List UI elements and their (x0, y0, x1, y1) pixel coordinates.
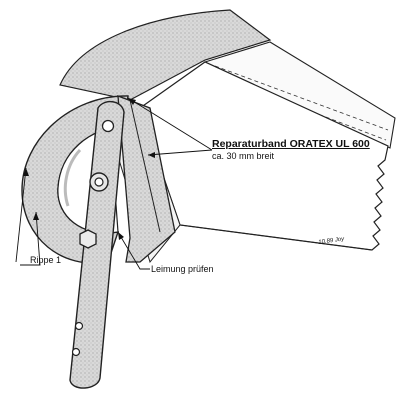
leader-band-mid (147, 149, 213, 156)
nose-inner-shade (63, 148, 82, 207)
rib-bottom-edge (179, 224, 373, 251)
repair-band (117, 95, 176, 263)
leader-glue (117, 231, 150, 270)
arrowhead-glue (118, 232, 124, 240)
clamp-bar (69, 101, 125, 389)
arrowhead-rib (33, 212, 39, 220)
leader-band-top (127, 97, 213, 151)
wing-covering-top (59, 9, 272, 101)
clamp-hole-lower (74, 321, 84, 331)
stitch-line-upper (214, 65, 389, 131)
arrowhead-rib-upper (23, 168, 29, 176)
clamp-bolt-head (79, 229, 97, 249)
label-glue-check: Leimung prüfen (151, 264, 214, 274)
repair-band-edge (129, 99, 161, 233)
leader-rib (20, 211, 41, 266)
arrowhead-band-mid (148, 152, 155, 158)
rib-side-face (139, 61, 389, 251)
clamp-hole-top (101, 119, 115, 133)
leader-rib-upper (15, 167, 27, 263)
label-rib: Rippe 1 (30, 255, 62, 265)
label-band-width: ca. 30 mm breit (212, 151, 275, 161)
clamp-washer-hole (94, 177, 104, 187)
clamp-hole-bottom (71, 347, 81, 357)
label-repair-band: Reparaturband ORATEX UL 600 (212, 139, 370, 150)
label-repair-band-text: Reparaturband ORATEX UL 600 (212, 138, 370, 150)
arrowhead-band-top (128, 98, 136, 105)
